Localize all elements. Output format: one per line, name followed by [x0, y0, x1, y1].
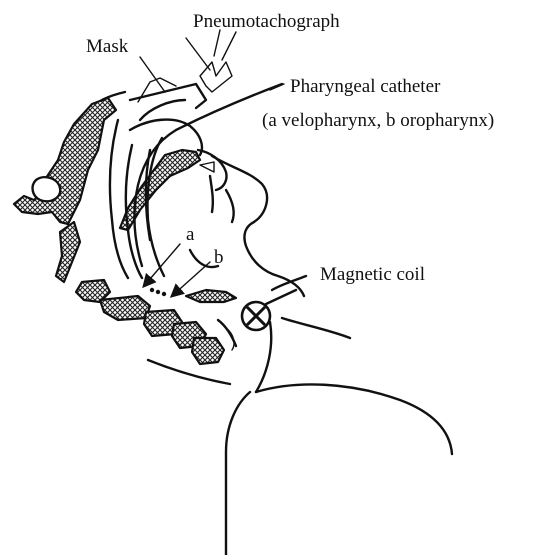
- magnetic-coil: [242, 290, 296, 330]
- velum: [198, 150, 227, 212]
- magnetic-coil-label: Magnetic coil: [320, 264, 425, 285]
- mask-label: Mask: [86, 36, 129, 57]
- catheter-label-line1: Pharyngeal catheter: [290, 76, 441, 97]
- skull-cavity: [33, 177, 61, 201]
- catheter-label-line2: (a velopharynx, b oropharynx): [262, 110, 494, 131]
- point-a-label: a: [186, 224, 195, 245]
- pneumotachograph-device: [186, 30, 232, 92]
- body-outline: [226, 384, 452, 555]
- pneumotachograph-leader: [222, 32, 236, 60]
- hard-palate: [120, 150, 200, 230]
- pneumotachograph-label: Pneumotachograph: [193, 11, 340, 32]
- mask-leader: [140, 57, 165, 92]
- skull-base: [14, 98, 116, 224]
- point-b-label: b: [214, 247, 224, 268]
- pharynx-outline: [190, 156, 304, 296]
- arrow-a: [144, 244, 180, 286]
